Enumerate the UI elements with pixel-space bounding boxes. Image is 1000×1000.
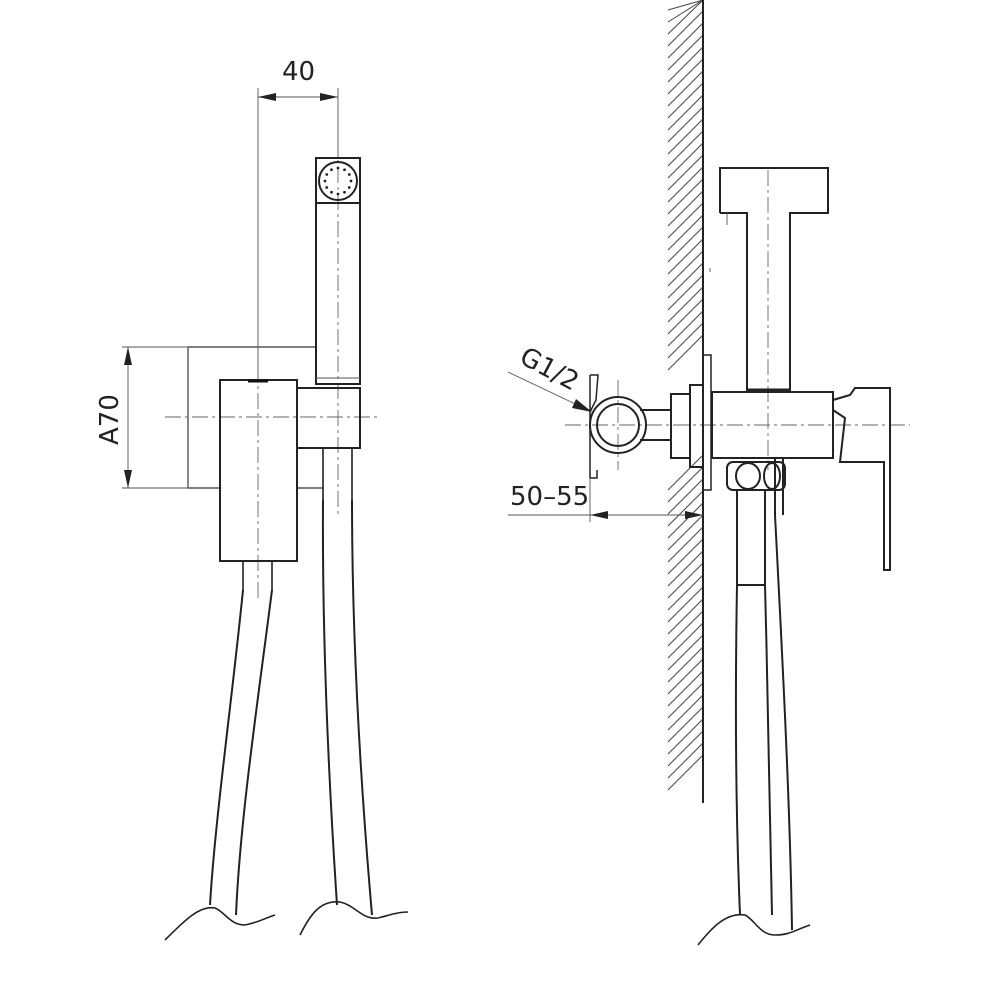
wall-hatching — [667, 0, 704, 791]
hatch-line — [667, 634, 704, 671]
hatch-line — [667, 754, 704, 791]
spray-hole — [330, 168, 333, 172]
side-view: G1/2 50–55 — [507, 0, 910, 946]
hatch-line — [667, 190, 704, 227]
thread-callout: G1/2 — [507, 342, 592, 412]
holder-body — [219, 379, 298, 562]
hatch-line — [667, 118, 704, 155]
hatch-line — [667, 202, 704, 239]
arrow-icon — [685, 511, 703, 519]
hatch-line — [667, 0, 704, 11]
hatch-line — [667, 550, 704, 587]
hatch-line — [667, 742, 704, 779]
arrow-icon — [320, 93, 338, 101]
hatch-line — [667, 490, 704, 527]
hatch-line — [667, 706, 704, 743]
dimension-a70: A70 — [95, 346, 188, 489]
hose-connector — [296, 387, 361, 449]
hatch-line — [667, 466, 704, 503]
hatch-line — [667, 694, 704, 731]
height-dimension-label: A70 — [95, 394, 125, 445]
hatch-line — [667, 478, 704, 515]
hatch-line — [667, 178, 704, 215]
hatch-line — [667, 0, 704, 35]
hatch-line — [667, 610, 704, 647]
arrow-icon — [124, 347, 132, 365]
hatch-line — [667, 130, 704, 167]
spray-hole — [347, 173, 351, 176]
spray-hole — [330, 190, 333, 194]
thread-size-label: G1/2 — [515, 342, 584, 398]
hose-right — [321, 499, 373, 916]
hatch-line — [667, 46, 704, 83]
hatch-line — [667, 454, 704, 491]
hatch-line — [667, 562, 704, 599]
hatch-line — [667, 574, 704, 611]
spray-hole — [343, 190, 346, 194]
width-dimension-label: 40 — [282, 57, 315, 87]
spray-hole — [325, 186, 329, 189]
hatch-line — [667, 82, 704, 119]
hatch-line — [667, 322, 704, 359]
hand-shower — [315, 157, 361, 385]
hatch-line — [667, 658, 704, 695]
depth-dimension-label: 50–55 — [510, 482, 589, 512]
hatch-line — [667, 238, 704, 275]
hatch-line — [667, 622, 704, 659]
spray-head-icon — [318, 161, 358, 201]
hatch-line — [667, 214, 704, 251]
hatch-line — [667, 526, 704, 563]
bidet-shower-side — [709, 167, 829, 392]
hatch-line — [667, 502, 704, 539]
hatch-line — [667, 274, 704, 311]
hatch-line — [667, 70, 704, 107]
dimension-50-55: 50–55 — [508, 478, 703, 522]
hatch-line — [667, 10, 704, 47]
lever-handle — [832, 387, 891, 571]
hatch-line — [667, 154, 704, 191]
hatch-line — [667, 250, 704, 287]
hatch-line — [667, 334, 704, 371]
hatch-line — [667, 226, 704, 263]
arrow-icon — [590, 511, 608, 519]
arrow-icon — [572, 399, 592, 412]
hatch-line — [667, 646, 704, 683]
hatch-line — [667, 58, 704, 95]
hatch-line — [667, 142, 704, 179]
arrow-icon — [258, 93, 276, 101]
hatch-line — [667, 514, 704, 551]
hatch-line — [667, 682, 704, 719]
hatch-line — [667, 34, 704, 71]
hatch-line — [667, 598, 704, 635]
hatch-line — [667, 94, 704, 131]
hatch-line — [667, 310, 704, 347]
hatch-line — [667, 166, 704, 203]
spray-hole — [347, 186, 351, 189]
spray-hole — [336, 192, 340, 196]
spray-hole — [336, 166, 340, 170]
wall-plate — [187, 346, 323, 489]
hatch-line — [667, 538, 704, 575]
hatch-line — [667, 730, 704, 767]
dimension-40: 40 — [257, 57, 339, 380]
hatch-line — [667, 718, 704, 755]
hatch-line — [667, 262, 704, 299]
arrow-icon — [124, 470, 132, 488]
hatch-line — [667, 298, 704, 335]
hose-left — [209, 589, 273, 916]
hatch-line — [667, 670, 704, 707]
front-view: 40 A70 — [95, 57, 409, 941]
spray-hole — [349, 179, 353, 183]
hatch-line — [667, 286, 704, 323]
hatch-line — [667, 22, 704, 59]
hatch-line — [667, 586, 704, 623]
spray-hole — [325, 173, 329, 176]
spray-hole — [343, 168, 346, 172]
spray-hole — [323, 179, 327, 183]
hatch-line — [667, 0, 704, 23]
valve-body — [711, 391, 834, 459]
hatch-line — [667, 106, 704, 143]
